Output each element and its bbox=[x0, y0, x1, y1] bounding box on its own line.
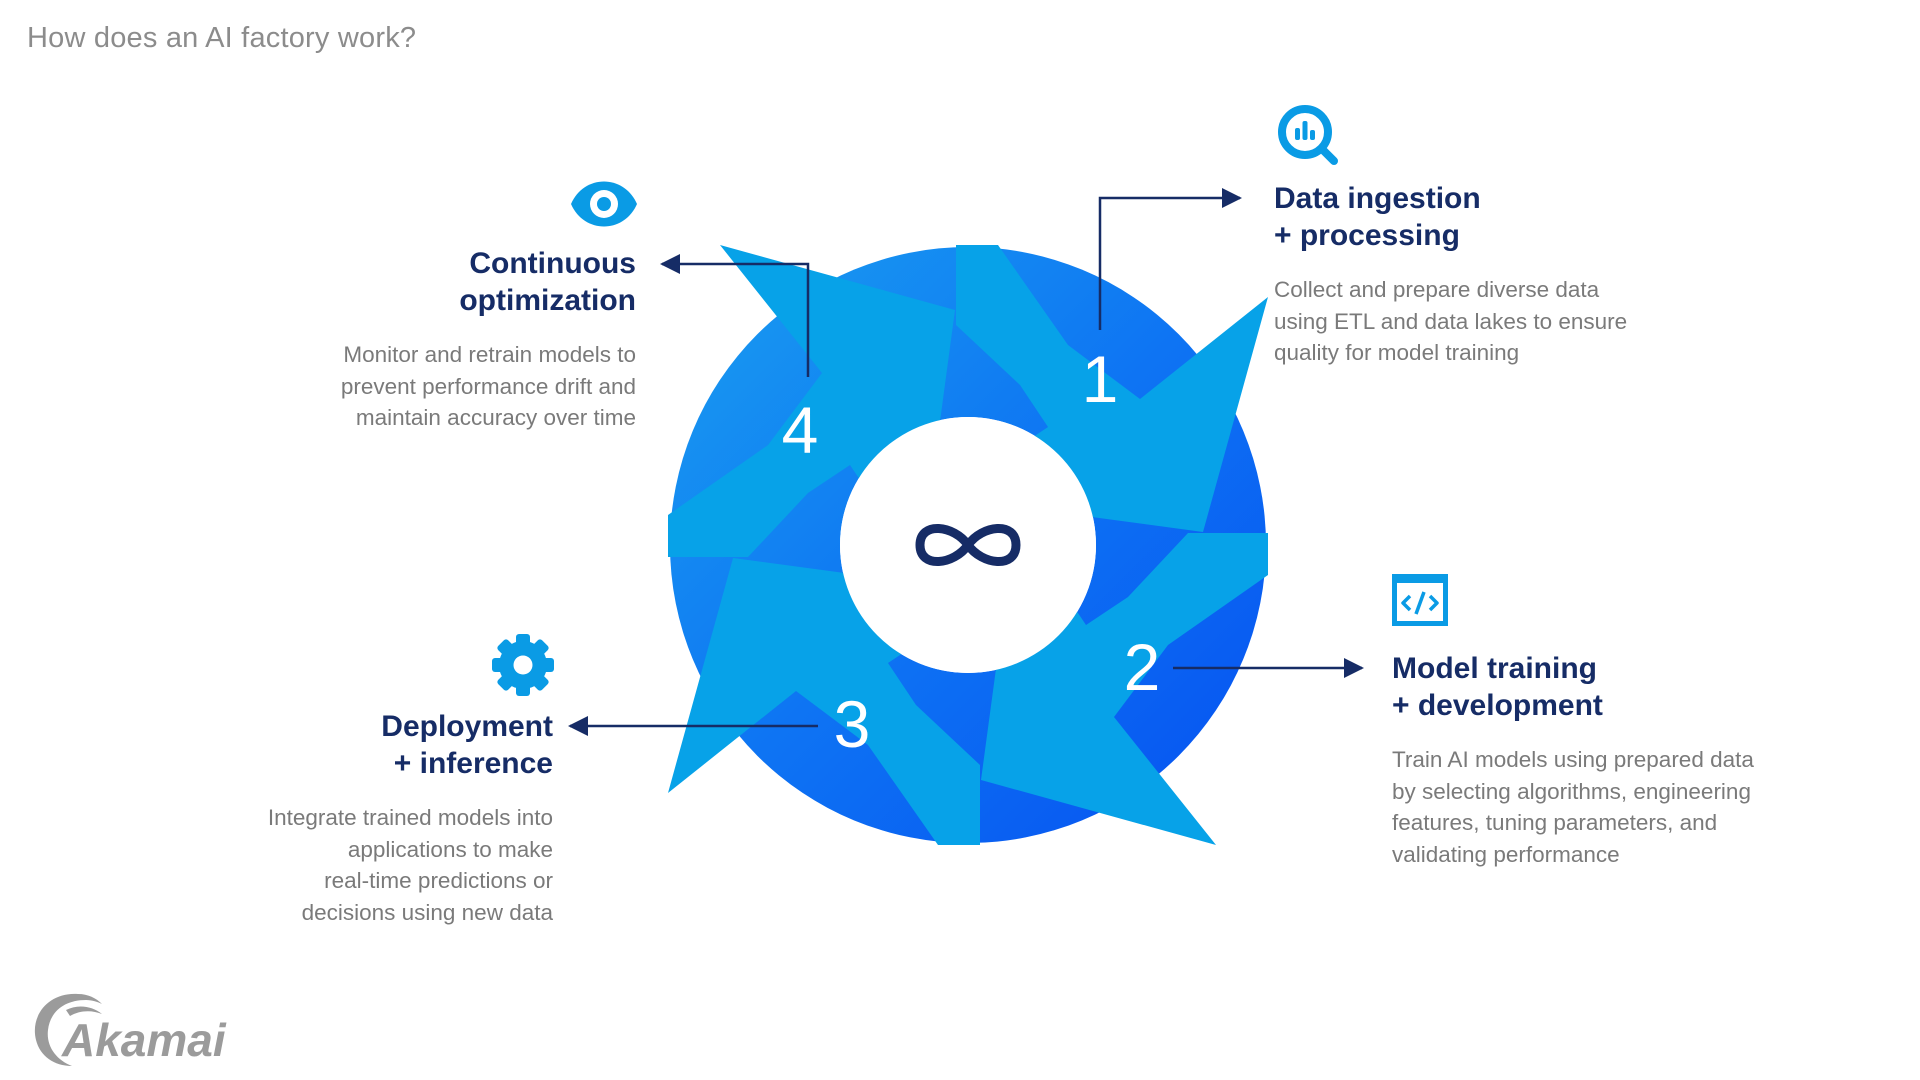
step-3-title-line: Deployment bbox=[381, 710, 553, 743]
page-title: How does an AI factory work? bbox=[27, 22, 417, 54]
step-3-desc-line: applications to make bbox=[347, 836, 553, 862]
step-3-description: Integrate trained models into applicatio… bbox=[268, 802, 553, 928]
step-3-title: Deployment + inference bbox=[268, 708, 553, 782]
step-1-title-line: Data ingestion bbox=[1274, 182, 1481, 215]
step-number-3: 3 bbox=[834, 687, 871, 761]
step-2-desc-line: features, tuning parameters, and bbox=[1392, 810, 1718, 835]
connector-step-4 bbox=[660, 254, 810, 377]
step-4-desc-line: maintain accuracy over time bbox=[355, 405, 636, 430]
step-number-2: 2 bbox=[1124, 630, 1161, 704]
gear-icon bbox=[492, 634, 554, 696]
step-2-title-line: + development bbox=[1392, 689, 1603, 722]
step-2-block: Model training + development Train AI mo… bbox=[1392, 650, 1754, 870]
step-number-1: 1 bbox=[1082, 342, 1119, 416]
step-4-title-line: optimization bbox=[459, 284, 636, 317]
step-number-4: 4 bbox=[782, 393, 819, 467]
eye-icon bbox=[571, 181, 637, 227]
step-3-block: Deployment + inference Integrate trained… bbox=[268, 708, 553, 928]
step-2-title-line: Model training bbox=[1392, 652, 1597, 685]
step-4-title: Continuous optimization bbox=[341, 245, 636, 319]
connector-step-1 bbox=[1098, 188, 1242, 330]
step-2-desc-line: by selecting algorithms, engineering bbox=[1392, 778, 1751, 804]
infinity-icon bbox=[915, 524, 1021, 566]
step-2-desc-line: Train AI models using prepared data bbox=[1392, 747, 1754, 772]
step-2-title: Model training + development bbox=[1392, 650, 1754, 724]
step-4-title-line: Continuous bbox=[469, 247, 636, 280]
step-3-desc-line: decisions using new data bbox=[301, 899, 553, 925]
step-4-desc-line: Monitor and retrain models to bbox=[343, 342, 636, 367]
step-3-title-line: + inference bbox=[393, 747, 553, 780]
step-1-title-line: + processing bbox=[1274, 219, 1460, 252]
step-4-block: Continuous optimization Monitor and retr… bbox=[341, 245, 636, 434]
step-4-description: Monitor and retrain models to prevent pe… bbox=[341, 339, 636, 434]
step-4-desc-line: prevent performance drift and bbox=[340, 373, 636, 399]
code-icon bbox=[1392, 574, 1448, 626]
step-3-desc-line: Integrate trained models into bbox=[267, 805, 553, 830]
step-2-desc-line: validating performance bbox=[1392, 841, 1620, 867]
step-1-block: Data ingestion + processing Collect and … bbox=[1274, 180, 1627, 369]
step-1-desc-line: quality for model training bbox=[1274, 340, 1520, 365]
step-1-desc-line: Collect and prepare diverse data bbox=[1274, 277, 1600, 302]
step-3-desc-line: real-time predictions or bbox=[324, 868, 553, 893]
step-1-description: Collect and prepare diverse data using E… bbox=[1274, 274, 1627, 369]
analytics-search-icon bbox=[1278, 105, 1338, 165]
logo-text: Akamai bbox=[61, 1014, 227, 1066]
step-1-desc-line: using ETL and data lakes to ensure bbox=[1274, 308, 1628, 334]
step-2-description: Train AI models using prepared data by s… bbox=[1392, 744, 1754, 870]
akamai-logo: Akamai bbox=[34, 993, 227, 1066]
step-1-title: Data ingestion + processing bbox=[1274, 180, 1627, 254]
